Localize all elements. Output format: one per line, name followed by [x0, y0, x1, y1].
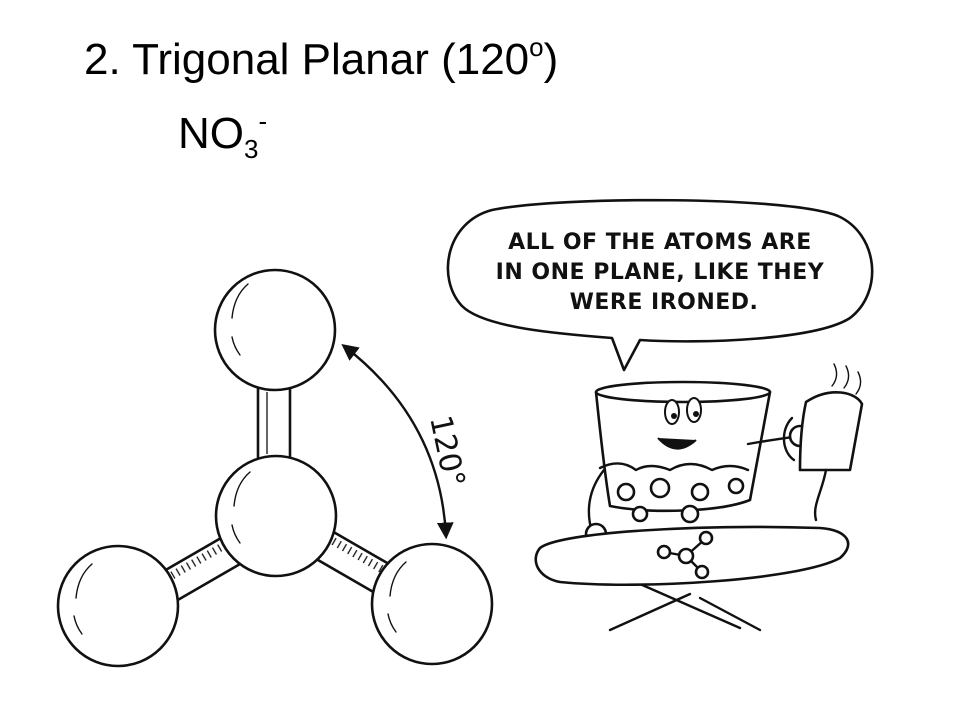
title-degree-mark: o: [529, 32, 544, 62]
bond-top: [256, 380, 292, 466]
chemical-formula: NO3-: [178, 108, 267, 162]
angle-label: 120°: [422, 412, 471, 490]
trigonal-planar-model: [56, 268, 494, 668]
slide-title: 2. Trigonal Planar (120o): [84, 34, 559, 84]
ironing-board-legs: [608, 582, 762, 632]
title-text: 2. Trigonal Planar (120: [84, 35, 530, 84]
atom-top: [213, 268, 337, 392]
angle-indicator: 120°: [341, 343, 471, 540]
atom-bottom-right: [370, 542, 494, 666]
formula-base: NO: [178, 109, 244, 158]
speech-line-2: IN ONE PLANE, LIKE THEY: [496, 260, 825, 285]
ironing-character: [534, 363, 864, 632]
speech-text: ALL OF THE ATOMS ARE IN ONE PLANE, LIKE …: [496, 230, 833, 315]
formula-subscript: 3: [244, 134, 259, 164]
small-molecule: [656, 530, 714, 580]
character-rim: [594, 380, 772, 404]
atom-bottom-left: [56, 544, 180, 668]
apron-flowers: [598, 462, 750, 524]
title-close-paren: ): [543, 35, 559, 84]
speech-line-1: ALL OF THE ATOMS ARE: [508, 230, 812, 255]
character-face: [657, 397, 702, 450]
iron: [782, 363, 864, 522]
atom-center: [214, 454, 338, 578]
speech-bubble: ALL OF THE ATOMS ARE IN ONE PLANE, LIKE …: [446, 198, 874, 372]
formula-charge: -: [258, 106, 268, 136]
angle-arc: [341, 343, 454, 540]
speech-line-3: WERE IRONED.: [570, 290, 759, 315]
character-left-arm: [587, 468, 606, 534]
